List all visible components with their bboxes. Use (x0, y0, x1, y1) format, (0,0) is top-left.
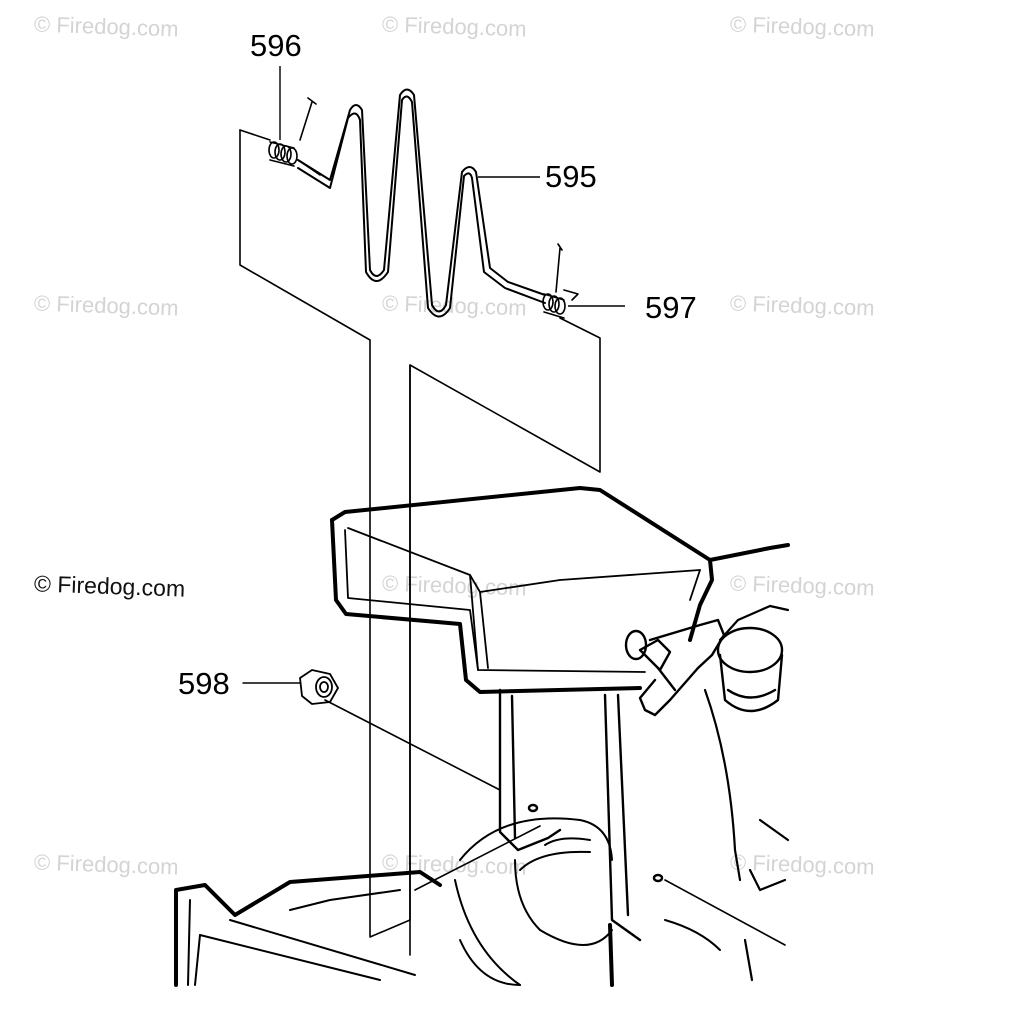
bracket-plate (498, 688, 664, 942)
callout-596: 596 (250, 28, 302, 63)
callout-598: 598 (178, 666, 230, 701)
projection-lines (239, 129, 786, 956)
coil-597 (542, 243, 579, 319)
callout-595: 595 (545, 159, 597, 194)
callout-597: 597 (645, 290, 697, 325)
coil-596 (268, 97, 321, 176)
deflector-inner (344, 527, 701, 673)
watermark: © Firedog.com (33, 570, 186, 602)
auger-inner (187, 817, 721, 986)
deflector-chute (330, 486, 790, 694)
spring-595 (297, 88, 546, 318)
nut-598 (242, 669, 339, 705)
cap (716, 626, 784, 713)
engine-housing (703, 604, 790, 982)
auger-housing (174, 870, 614, 987)
knob (624, 618, 726, 717)
